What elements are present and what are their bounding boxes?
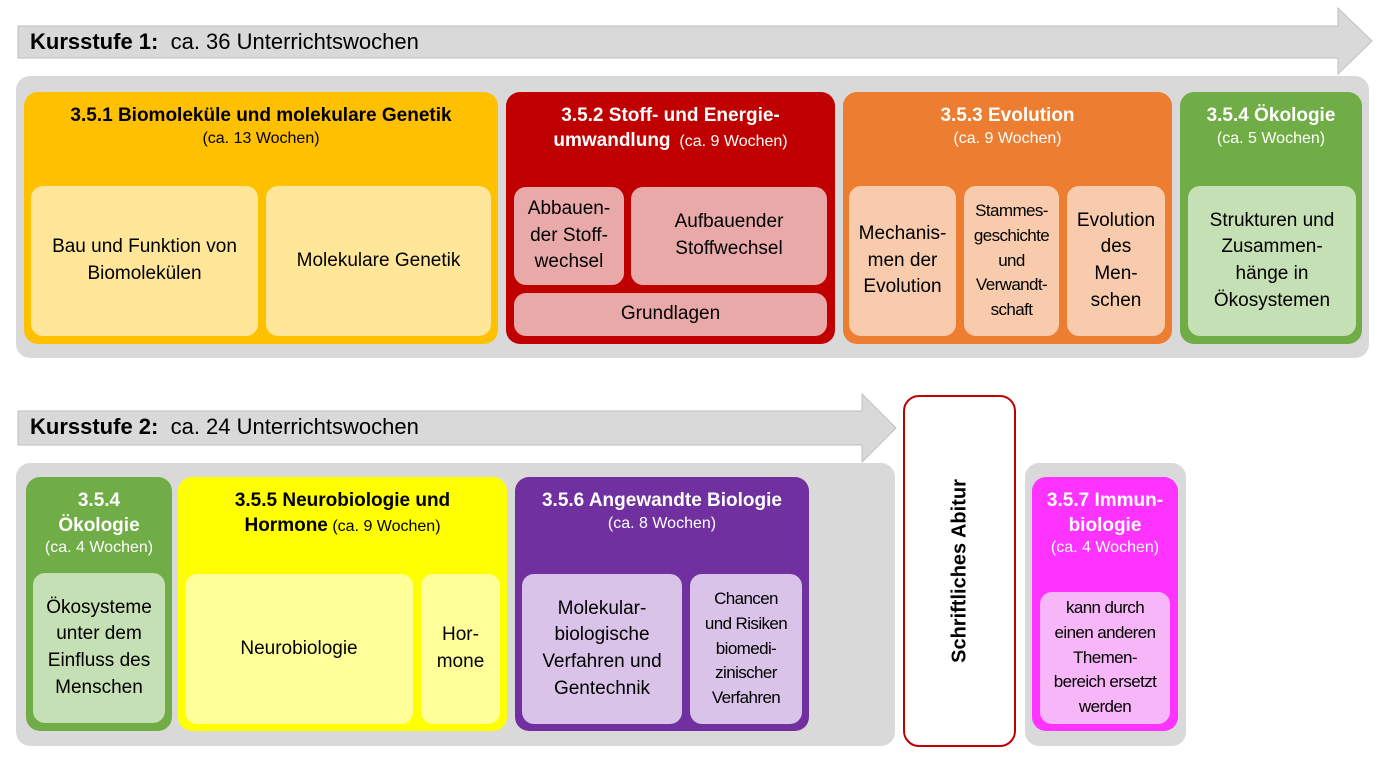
stage2-label-bold: Kursstufe 2: (30, 414, 159, 439)
stage1-label-rest: ca. 36 Unterrichtswochen (170, 29, 419, 54)
topic-biomolecules: Bau und Funktion von Biomolekülen (31, 186, 258, 336)
topic-basics: Grundlagen (514, 293, 827, 336)
module-duration: (ca. 13 Wochen) (202, 129, 320, 147)
topic-human-evolution: Evolution des Men- schen (1067, 186, 1165, 336)
module-title-line2: Ökologie (58, 514, 140, 536)
topic-neurobiology: Neurobiologie (185, 574, 413, 724)
module-title-line1: 3.5.5 Neurobiologie und (234, 490, 451, 511)
topic-catabolism: Abbauen- der Stoff- wechsel (514, 187, 624, 285)
module-immunology: 3.5.7 Immun- biologie (ca. 4 Wochen) kan… (1032, 477, 1178, 731)
module-applied-biology: 3.5.6 Angewandte Biologie (ca. 8 Wochen)… (515, 477, 809, 731)
module-duration: (ca. 9 Wochen) (953, 129, 1062, 147)
module-duration: (ca. 9 Wochen) (679, 132, 788, 150)
module-evolution: 3.5.3 Evolution (ca. 9 Wochen) Mechanis-… (843, 92, 1172, 344)
abitur-box: Schriftliches Abitur (903, 395, 1016, 747)
topic-phylogeny: Stammes- geschichte und Verwandt- schaft (964, 186, 1059, 336)
module-title: 3.5.6 Angewandte Biologie (541, 490, 782, 511)
stage2-label: Kursstufe 2: ca. 24 Unterrichtswochen (30, 414, 419, 440)
topic-molecular-methods: Molekular- biologische Verfahren und Gen… (522, 574, 682, 724)
module-biomolecules: 3.5.1 Biomoleküle und molekulare Genetik… (24, 92, 498, 344)
topic-ecosystems: Strukturen und Zusammen- hänge in Ökosys… (1188, 186, 1356, 336)
module-metabolism: 3.5.2 Stoff- und Energie- umwandlung (ca… (506, 92, 835, 344)
module-title-line2: umwandlung (553, 129, 671, 151)
module-ecology-2: 3.5.4 Ökologie (ca. 4 Wochen) Ökosysteme… (26, 477, 172, 731)
topic-molecular-genetics: Molekulare Genetik (266, 186, 491, 336)
module-title: 3.5.4 Ökologie (1206, 105, 1336, 126)
topic-anabolism: Aufbauender Stoffwechsel (631, 187, 827, 285)
stage2-arrow (17, 392, 897, 464)
module-duration: (ca. 5 Wochen) (1216, 129, 1326, 147)
topic-biomedical-risks: Chancen und Risiken biomedi- zinischer V… (690, 574, 802, 724)
immun-note: kann durch einen anderen Themen- bereich… (1040, 592, 1170, 724)
module-duration: (ca. 8 Wochen) (607, 514, 717, 532)
module-title-line1: 3.5.4 (77, 490, 121, 511)
module-duration: (ca. 4 Wochen) (1050, 539, 1160, 557)
module-title-line1: 3.5.2 Stoff- und Energie- (561, 105, 780, 126)
stage1-label-bold: Kursstufe 1: (30, 29, 159, 54)
module-neurobiology: 3.5.5 Neurobiologie und Hormone (ca. 9 W… (178, 477, 507, 731)
module-title-line2: biologie (1068, 514, 1142, 536)
topic-human-impact: Ökosysteme unter dem Einfluss des Mensch… (33, 573, 165, 723)
module-title-line1: 3.5.7 Immun- (1046, 490, 1164, 511)
module-title-line2: Hormone (244, 514, 328, 536)
module-duration: (ca. 4 Wochen) (44, 539, 154, 557)
stage1-arrow (17, 6, 1373, 76)
module-title: 3.5.1 Biomoleküle und molekulare Genetik (70, 105, 452, 126)
topic-evolution-mechanisms: Mechanis- men der Evolution (849, 186, 956, 336)
abitur-label: Schriftliches Abitur (948, 479, 970, 663)
stage1-label: Kursstufe 1: ca. 36 Unterrichtswochen (30, 29, 419, 55)
stage2-label-rest: ca. 24 Unterrichtswochen (170, 414, 419, 439)
topic-hormones: Hor- mone (421, 574, 500, 724)
module-title: 3.5.3 Evolution (940, 105, 1075, 126)
module-ecology-1: 3.5.4 Ökologie (ca. 5 Wochen) Strukturen… (1180, 92, 1362, 344)
module-duration: (ca. 9 Wochen) (332, 517, 441, 535)
